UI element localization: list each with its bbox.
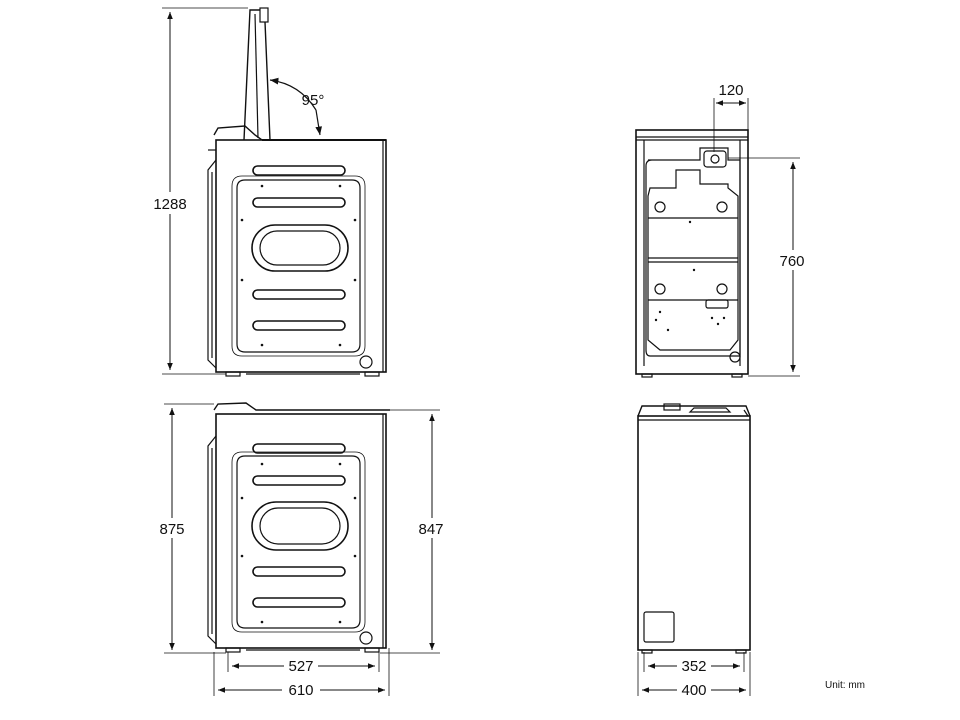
- dim-total-depth: 610: [288, 682, 313, 699]
- dim-rear-height: 760: [779, 253, 804, 270]
- dim-total-height: 875: [159, 521, 184, 538]
- dim-rear-offset: 120: [718, 82, 743, 99]
- dim-body-depth: 527: [288, 658, 313, 675]
- dim-lid-angle: 95°: [302, 92, 325, 109]
- dim-body-height: 847: [418, 521, 443, 538]
- front-view: [637, 403, 751, 696]
- dim-total-width: 400: [681, 682, 706, 699]
- side-view-open-lid: [162, 7, 387, 377]
- unit-label: Unit: mm: [825, 680, 865, 691]
- rear-view: [635, 98, 800, 378]
- dim-body-width: 352: [681, 658, 706, 675]
- side-view: [164, 402, 440, 696]
- dim-height-open-lid: 1288: [153, 196, 186, 213]
